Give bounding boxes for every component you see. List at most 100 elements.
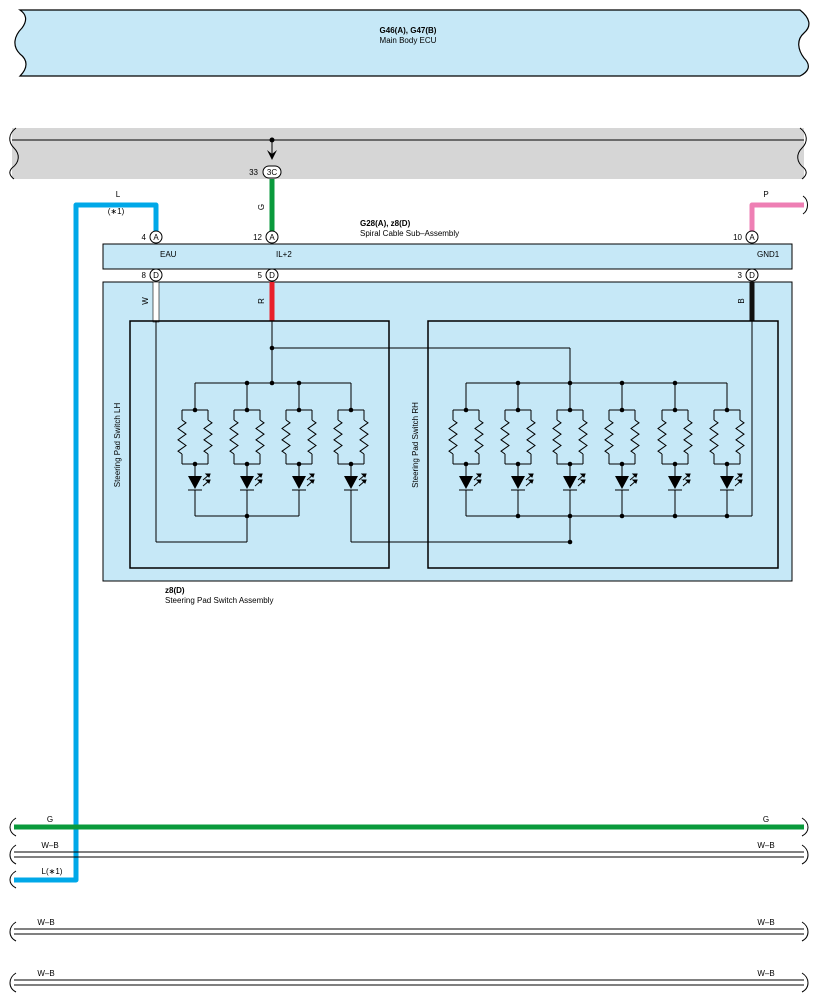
junction-dot <box>244 407 250 413</box>
connector-3C-pin: 33 <box>249 168 258 177</box>
pin-8D-conn: D <box>153 271 159 280</box>
led-arrow-head <box>736 479 743 484</box>
steering-pad-switch-rh: Steering Pad Switch RH <box>411 320 779 569</box>
pin-4A-num: 4 <box>142 233 147 242</box>
bus-cut-right-1 <box>801 817 809 865</box>
resistor <box>255 419 265 455</box>
led-arrows <box>734 473 743 487</box>
wire-label-B: B <box>737 298 746 303</box>
led-arrow-head <box>308 479 315 484</box>
junction-dot <box>192 461 198 467</box>
junction-dot <box>672 461 678 467</box>
blue-wire-L: L (∗1) <box>14 190 159 883</box>
led <box>668 476 682 489</box>
led-arrow-head <box>475 479 482 484</box>
bus-cut-left-2 <box>9 921 17 942</box>
led-arrows <box>577 473 586 487</box>
resistor <box>578 419 588 455</box>
junction-dot <box>567 407 573 413</box>
junction-dot <box>269 345 275 351</box>
terminal-IL2: IL+2 <box>276 250 292 259</box>
junction-dot <box>192 407 198 413</box>
junction-dot <box>672 513 678 519</box>
resistor <box>735 419 745 455</box>
wire-label-R: R <box>257 298 266 304</box>
resistor <box>657 419 667 455</box>
pin-12A-conn: A <box>269 233 275 242</box>
led-arrows <box>306 473 315 487</box>
junction-dot <box>296 407 302 413</box>
led-arrows <box>358 473 367 487</box>
bus-WB-2-right-label: W–B <box>757 918 774 927</box>
led-arrow-head <box>360 473 367 478</box>
junction-dot <box>724 407 730 413</box>
junction-dot <box>348 407 354 413</box>
junction-dot <box>244 461 250 467</box>
led-arrow-head <box>308 473 315 478</box>
bus-WB-1-left-label: W–B <box>41 841 58 850</box>
pin-10A-num: 10 <box>733 233 742 242</box>
pin-3D: D 3 <box>738 268 759 282</box>
wire-label-W: W <box>141 297 150 305</box>
wire-label-G: G <box>257 204 266 210</box>
led <box>292 476 306 489</box>
switch-rh-circuit <box>269 321 753 545</box>
led <box>720 476 734 489</box>
junction-dot <box>515 513 521 519</box>
pin-3D-num: 3 <box>738 271 743 280</box>
junction-dot <box>269 380 275 386</box>
bus-WB-2: W–B W–B <box>14 918 804 935</box>
pin-4A-conn: A <box>153 233 159 242</box>
pin-5D-num: 5 <box>258 271 263 280</box>
led-arrow-head <box>684 479 691 484</box>
pin-12A-num: 12 <box>253 233 262 242</box>
bus-WB-3-right-label: W–B <box>757 969 774 978</box>
junction-dot <box>619 461 625 467</box>
resistor <box>552 419 562 455</box>
led <box>459 476 473 489</box>
connector-3C: 3C 33 <box>249 165 282 179</box>
bus-G: G G <box>14 815 804 830</box>
internal-wire-B: B <box>737 282 755 321</box>
resistor <box>359 419 369 455</box>
switch-lh-circuit <box>155 321 570 543</box>
led-arrows <box>525 473 534 487</box>
steering-pad-switch-lh: Steering Pad Switch LH <box>113 320 390 569</box>
junction-dot <box>515 461 521 467</box>
main-body-ecu: G46(A), G47(B) Main Body ECU <box>14 9 810 77</box>
led-arrows <box>202 473 211 487</box>
led <box>615 476 629 489</box>
wire-note-L: (∗1) <box>108 207 125 216</box>
junction-dot <box>567 461 573 467</box>
bus-lines: G G W–B W–B L(∗1) W–B W–B W–B W–B <box>9 815 809 993</box>
resistor <box>630 419 640 455</box>
junction-dot <box>724 461 730 467</box>
led-arrows <box>473 473 482 487</box>
pin-8D-num: 8 <box>142 271 147 280</box>
pin-3D-conn: D <box>749 271 755 280</box>
pin-5D: D 5 <box>258 268 279 282</box>
led <box>240 476 254 489</box>
junction-connector-bar <box>9 127 807 180</box>
resistor <box>526 419 536 455</box>
junction-dot <box>463 461 469 467</box>
terminal-GND1: GND1 <box>757 250 780 259</box>
led-arrow-head <box>527 473 534 478</box>
pin-12A: A 12 <box>253 230 279 244</box>
resistor <box>281 419 291 455</box>
spiral-cable-sub-assembly: G28(A), z8(D) Spiral Cable Sub–Assembly … <box>102 219 793 270</box>
pink-wire-P: P <box>749 190 804 234</box>
junction-dot <box>619 513 625 519</box>
junction-dot <box>515 407 521 413</box>
bus-WB-2-left-label: W–B <box>37 918 54 927</box>
assembly-code: z8(D) <box>165 586 185 595</box>
switch-lh-label: Steering Pad Switch LH <box>113 403 122 488</box>
led <box>188 476 202 489</box>
green-wire-G: G <box>257 179 275 234</box>
led-arrow-head <box>204 473 211 478</box>
led-arrow-head <box>684 473 691 478</box>
resistor <box>177 419 187 455</box>
bus-WB-1: W–B W–B <box>14 841 804 858</box>
switch-rh-label: Steering Pad Switch RH <box>411 402 420 488</box>
